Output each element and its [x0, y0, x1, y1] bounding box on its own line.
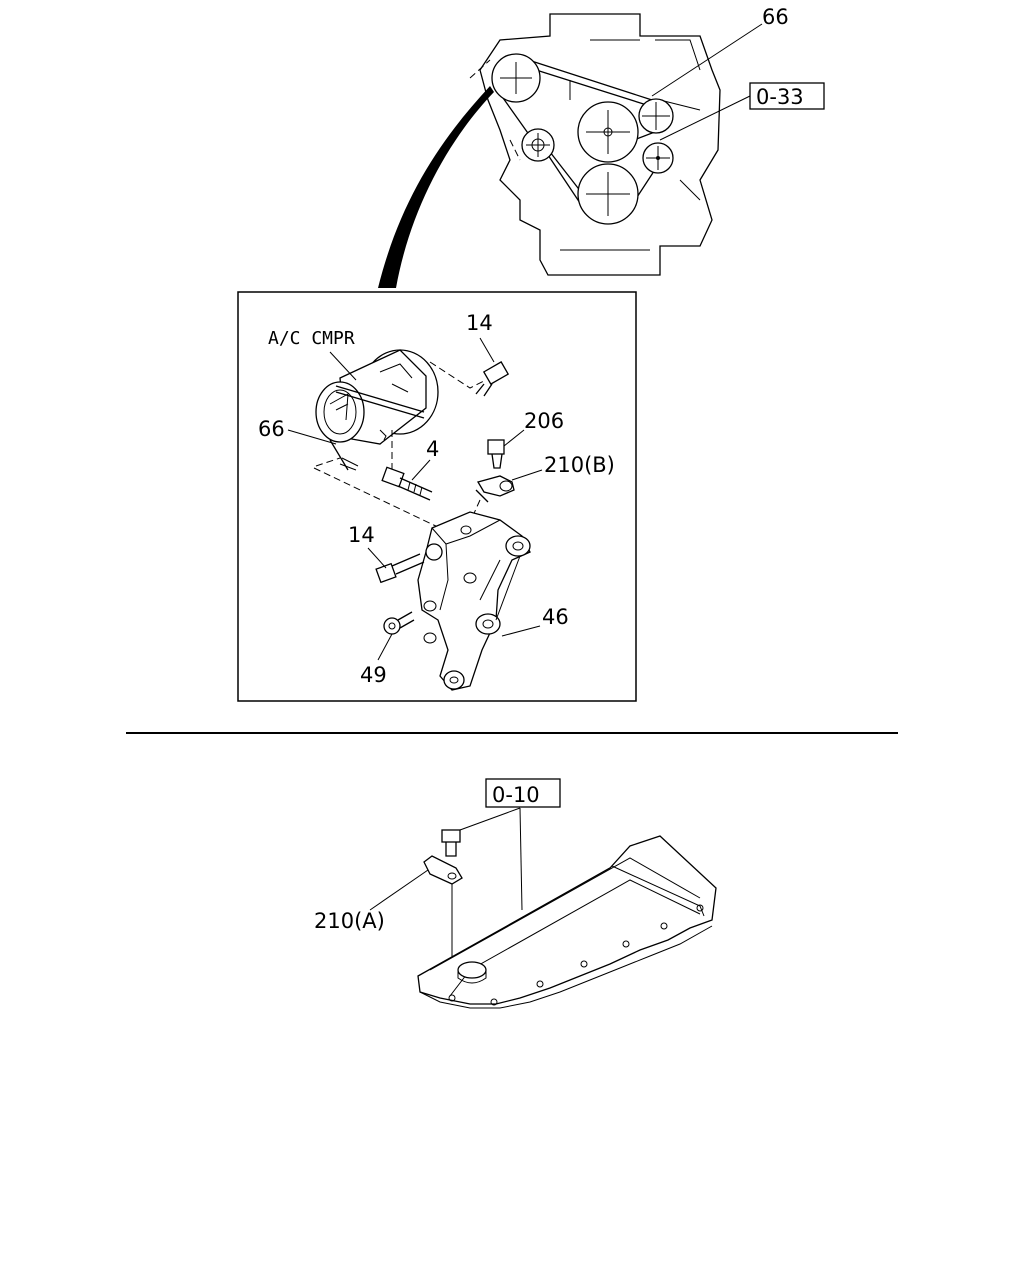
- nut-callout: 49: [360, 663, 387, 687]
- cap-callout: 206: [524, 409, 564, 433]
- cover-ref-box-label: 0-10: [492, 783, 540, 807]
- ref-leader-line: [659, 95, 751, 141]
- belt-leader-line: [651, 23, 763, 97]
- idler-pulley-left: [521, 128, 555, 162]
- bolt-long: [381, 466, 433, 501]
- engine-front-view: 66 0-33: [469, 5, 825, 276]
- clip-b: [475, 475, 515, 503]
- ac-compressor: [315, 349, 439, 471]
- cover-ref-box-frame: [485, 778, 561, 808]
- tensioner-pulley-right: [638, 98, 674, 134]
- alternator-pulley: [642, 142, 674, 174]
- detail-connector-arrow: [378, 86, 494, 288]
- bolt-side: [375, 553, 425, 584]
- bolt-top: [475, 361, 510, 397]
- ref-box-label: 0-33: [756, 85, 804, 109]
- crankshaft-pulley-bottom: [577, 163, 639, 225]
- bolt-long-callout: 4: [426, 437, 439, 461]
- belt-detail-callout: 66: [258, 417, 285, 441]
- water-pump-pulley: [577, 101, 639, 163]
- cover-view: 0-10 210(A): [314, 778, 717, 1009]
- detail-view: A/C CMPR 14 66 206 4: [237, 291, 637, 702]
- ac-compressor-label: A/C CMPR: [268, 328, 355, 349]
- belt-callout: 66: [762, 5, 789, 29]
- bolt-top-callout: 14: [466, 311, 493, 335]
- crankshaft-pulley-top: [491, 53, 541, 103]
- nut: [383, 611, 415, 635]
- compressor-bracket: [417, 511, 531, 691]
- cap-206: [487, 439, 505, 469]
- ref-box-frame: [749, 82, 825, 110]
- detail-frame: [237, 291, 637, 702]
- cover-bolt: [441, 829, 461, 857]
- clip-a: [423, 855, 463, 885]
- clip-a-callout: 210(A): [314, 909, 385, 933]
- bracket-callout: 46: [542, 605, 569, 629]
- rocker-cover: [417, 835, 717, 1009]
- clip-b-callout: 210(B): [544, 453, 615, 477]
- bolt-side-callout: 14: [348, 523, 375, 547]
